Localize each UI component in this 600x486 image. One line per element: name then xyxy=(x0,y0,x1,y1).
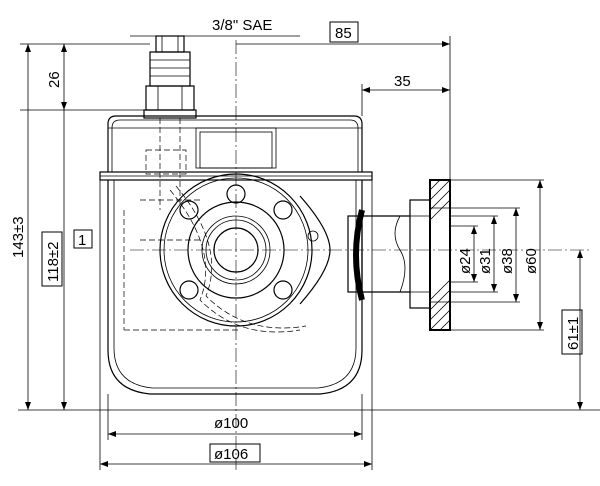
discharge-port xyxy=(347,179,451,331)
dimension-lines xyxy=(18,35,600,470)
dim-61: 61±1 xyxy=(565,317,582,350)
dim-d24: ø24 xyxy=(457,248,474,274)
dimension-labels: 3/8" SAE 85 35 26 143±3 118±2 1 ø24 ø31 … xyxy=(10,17,583,463)
sae-label: 3/8" SAE xyxy=(212,17,272,34)
dim-d38: ø38 xyxy=(499,248,516,274)
dim-d106: ø106 xyxy=(214,446,248,463)
hidden-lines xyxy=(123,118,307,333)
center-lines xyxy=(130,40,590,470)
d61-box xyxy=(561,309,583,355)
dim-35: 35 xyxy=(394,73,411,90)
dim-d60: ø60 xyxy=(523,248,540,274)
dim-d31: ø31 xyxy=(477,248,494,274)
flange-hatch xyxy=(429,179,451,331)
dim-d100: ø100 xyxy=(214,415,248,432)
d118-box xyxy=(41,231,63,287)
d85-box xyxy=(329,21,359,43)
dim-85: 85 xyxy=(335,25,352,42)
d106-box xyxy=(209,443,261,463)
sae-fitting xyxy=(143,35,197,119)
dim-118: 118±2 xyxy=(45,242,62,283)
dim-26: 26 xyxy=(46,71,63,88)
dim-143: 143±3 xyxy=(10,216,27,258)
pump-body xyxy=(99,115,373,395)
tag1-box xyxy=(73,229,93,249)
tag-1: 1 xyxy=(78,232,86,249)
